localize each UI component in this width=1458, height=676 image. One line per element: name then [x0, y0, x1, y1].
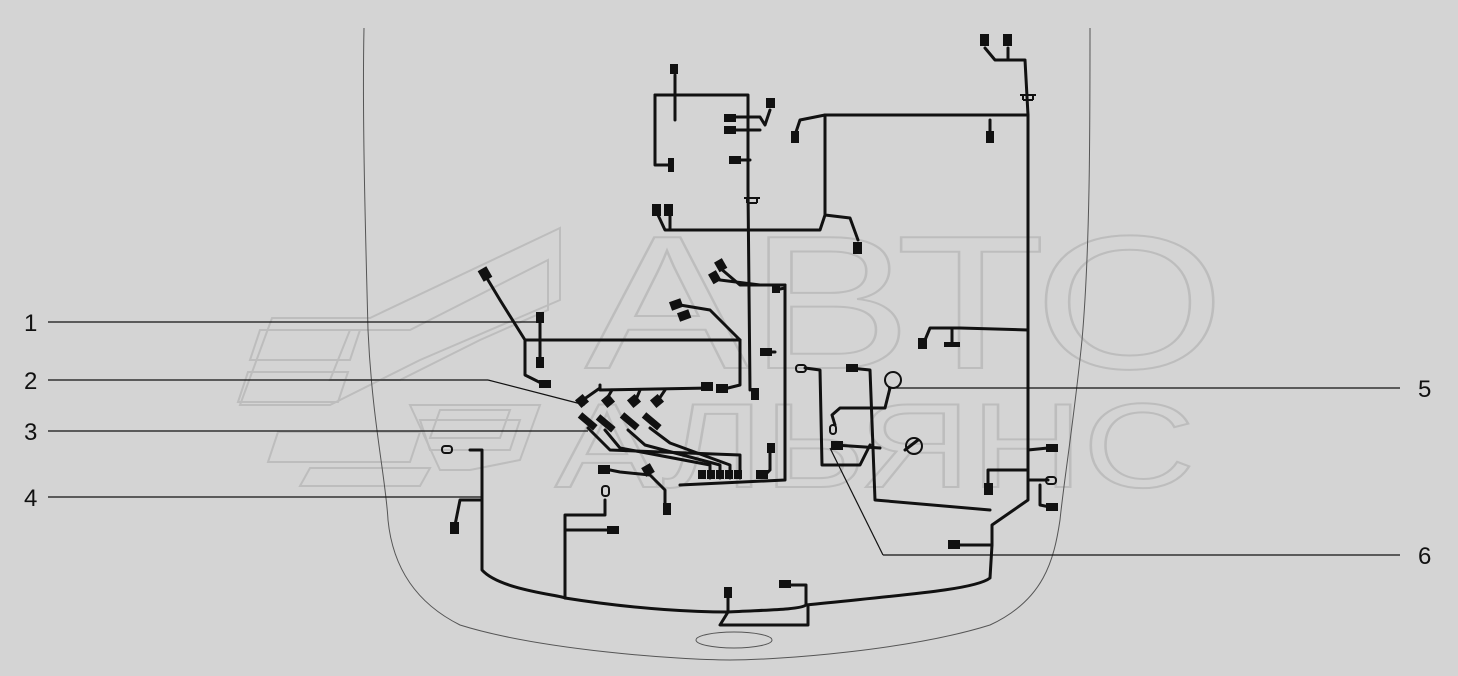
connector: [756, 470, 768, 479]
watermark-line1: АВТО: [585, 197, 1225, 409]
callout-label-5: 5: [1418, 376, 1431, 403]
connector: [714, 258, 728, 273]
callout-label-6: 6: [1418, 543, 1431, 570]
connector: [652, 204, 661, 216]
connector: [619, 412, 640, 431]
callout-label-3: 3: [24, 419, 37, 446]
connector: [626, 393, 642, 409]
connector: [944, 342, 960, 347]
callout-label-1: 1: [24, 310, 37, 337]
connector: [829, 424, 837, 435]
connector: [649, 393, 665, 409]
connector: [724, 587, 732, 598]
connector: [724, 114, 736, 122]
connector: [729, 156, 741, 164]
connector: [708, 270, 722, 285]
connector: [734, 470, 742, 479]
connector: [577, 412, 598, 431]
connector: [1046, 444, 1058, 452]
connector: [536, 312, 544, 323]
connector: [853, 242, 862, 254]
connector: [948, 540, 960, 549]
connector: [725, 470, 733, 479]
connector: [831, 441, 843, 450]
connector: [607, 526, 619, 534]
watermark-logo: [236, 226, 561, 487]
connector: [641, 412, 662, 431]
callout-labels: 1 2 3 4 5 6: [24, 310, 1431, 570]
connector: [600, 393, 616, 409]
callout-leaders: [48, 321, 1400, 556]
connector: [772, 285, 780, 293]
connector: [846, 364, 858, 372]
vehicle-outline: [362, 27, 1091, 661]
connector: [676, 309, 692, 322]
connector: [791, 131, 799, 143]
connector: [598, 465, 610, 474]
harness-connectors: [441, 34, 1058, 598]
sensor-ring: [905, 437, 923, 455]
connector: [536, 357, 544, 368]
connector: [716, 384, 728, 393]
connector: [1003, 34, 1012, 46]
callout-label-4: 4: [24, 485, 37, 512]
connector: [441, 445, 453, 454]
connector: [668, 158, 674, 172]
connector: [477, 266, 493, 282]
connector: [601, 485, 610, 497]
connector: [980, 34, 989, 46]
connector: [984, 483, 993, 495]
connector: [760, 348, 772, 356]
callout-leader-2b: [487, 379, 586, 406]
connector: [751, 388, 759, 400]
connector: [724, 126, 736, 134]
connector: [698, 470, 706, 479]
connector: [779, 580, 791, 588]
connector: [716, 470, 724, 479]
connector: [668, 298, 684, 311]
connector: [1045, 476, 1057, 485]
connector: [539, 380, 551, 388]
connector: [986, 131, 994, 143]
connector: [663, 503, 671, 515]
connector: [574, 393, 590, 409]
connector: [767, 443, 775, 453]
connector: [450, 522, 459, 534]
clip: [1020, 94, 1036, 101]
callout-label-2: 2: [24, 368, 37, 395]
connector: [664, 204, 673, 216]
connector: [918, 338, 927, 349]
connector: [641, 463, 655, 477]
connector: [795, 364, 807, 373]
connector: [670, 64, 678, 74]
connector: [1046, 503, 1058, 511]
connector: [595, 414, 616, 433]
clip: [744, 197, 760, 204]
connector: [701, 382, 713, 391]
harness-wires: [453, 46, 1052, 627]
connector: [766, 98, 775, 108]
connector: [707, 470, 715, 479]
rear-emblem-outline: [695, 631, 773, 649]
callout-leader-6a: [829, 447, 884, 556]
